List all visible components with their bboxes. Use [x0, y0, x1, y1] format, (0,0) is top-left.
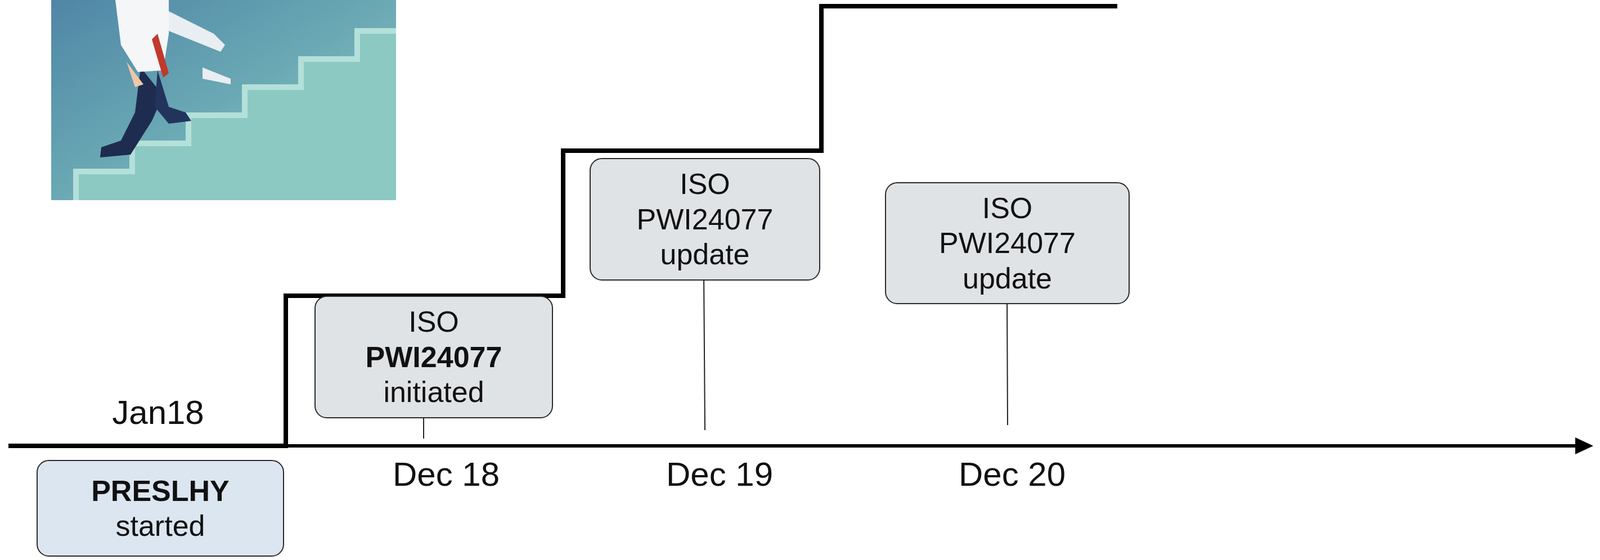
milestone-box: ISO PWI24077 update: [884, 182, 1130, 305]
milestone-text: ISO PWI24077 update: [914, 190, 1101, 296]
milestone-heading: PRESLHY: [67, 473, 254, 509]
date-label: Dec 18: [392, 455, 500, 494]
stairs-illustration: [51, 0, 397, 201]
milestone-text: started: [67, 508, 254, 544]
milestone-text: ISO PWI24077 update: [612, 166, 798, 272]
leader-line: [703, 273, 705, 431]
date-label: Dec 20: [958, 455, 1066, 494]
date-label: Jan18: [111, 393, 204, 433]
leader-line: [1007, 294, 1008, 426]
milestone-text: ISO PWI24077 initiated: [340, 304, 527, 410]
date-label: Dec 19: [666, 455, 773, 494]
milestone-box: ISO PWI24077 update: [589, 158, 821, 281]
axis-arrowhead: [1575, 437, 1594, 455]
milestone-box: ISO PWI24077 initiated: [314, 295, 554, 419]
milestone-box: PRESLHYstarted: [36, 460, 285, 557]
